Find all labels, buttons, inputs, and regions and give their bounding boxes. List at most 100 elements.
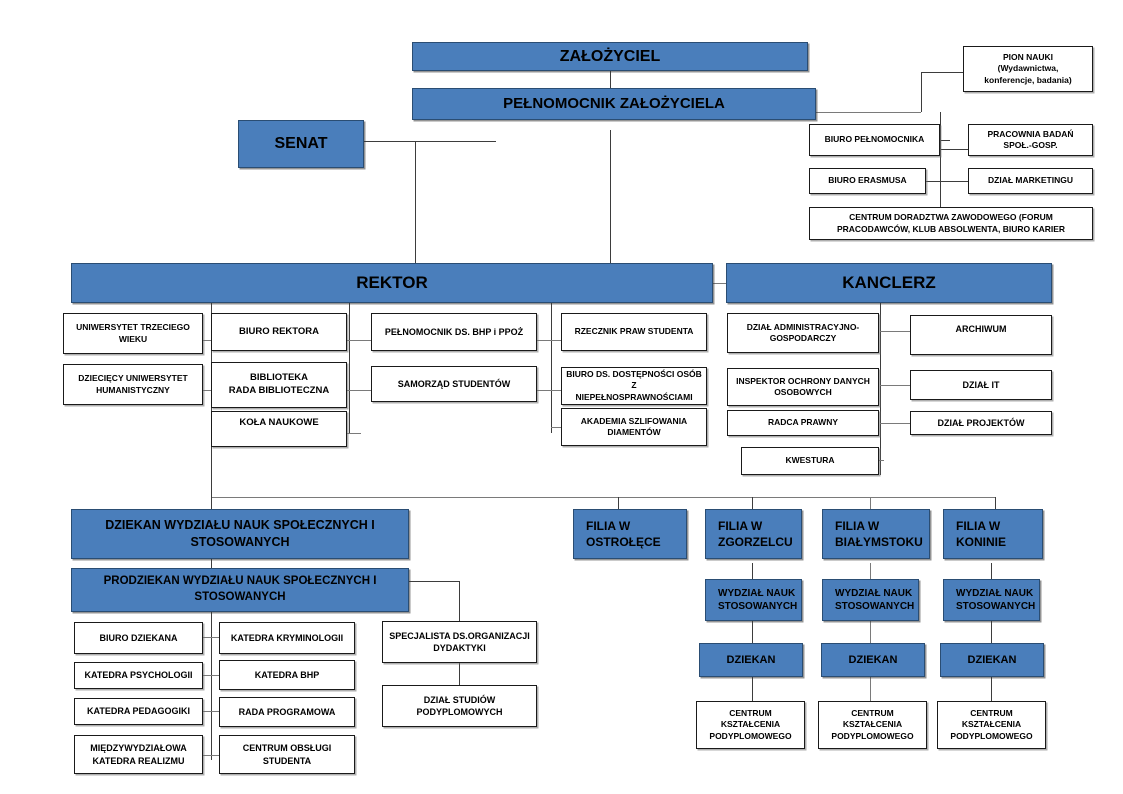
node-akademia-szlifowania-diamentow[interactable]: AKADEMIA SZLIFOWANIA DIAMENTÓW: [561, 408, 707, 446]
node-pelnomocnik-bhp-label: PEŁNOMOCNIK DS. BHP i PPOŻ: [384, 326, 524, 337]
node-rzecznik-praw-studenta[interactable]: RZECZNIK PRAW STUDENTA: [561, 313, 707, 351]
node-filia-bialystok[interactable]: FILIA W BIAŁYMSTOKU: [822, 509, 930, 559]
node-radca-prawny[interactable]: RADCA PRAWNY: [727, 410, 879, 436]
node-dziekan-wns[interactable]: DZIEKAN WYDZIAŁU NAUK SPOŁECZNYCH I STOS…: [71, 509, 409, 559]
node-prodziekan-wns-line2: STOSOWANYCH: [194, 591, 286, 603]
node-centrum-ksztalcenia-zgorzelec[interactable]: CENTRUM KSZTAŁCENIA PODYPLOMOWEGO: [696, 701, 805, 749]
node-centrum-ksztalcenia-bialystok[interactable]: CENTRUM KSZTAŁCENIA PODYPLOMOWEGO: [818, 701, 927, 749]
node-inspektor-ochrony-danych[interactable]: INSPEKTOR OCHRONY DANYCH OSOBOWYCH: [727, 368, 879, 406]
node-centrum-obslugi-line2: STUDENTA: [262, 755, 312, 766]
node-akademia-szlifowania-line1: AKADEMIA SZLIFOWANIA: [580, 415, 688, 426]
node-wydzial-nauk-stosowanych-konin[interactable]: WYDZIAŁ NAUK STOSOWANYCH: [943, 579, 1040, 621]
node-biuro-dziekana-label: BIURO DZIEKANA: [99, 632, 178, 643]
node-dziekan-zgorzelec[interactable]: DZIEKAN: [699, 643, 803, 677]
node-kola-naukowe[interactable]: KOŁA NAUKOWE: [211, 411, 347, 447]
node-uniwersytet-trzeciego-line1: UNIWERSYTET TRZECIEGO: [76, 322, 190, 333]
node-pion-nauki[interactable]: PION NAUKI (Wydawnictwa, konferencje, ba…: [963, 46, 1093, 92]
node-biuro-erasmusa[interactable]: BIURO ERASMUSA: [809, 168, 926, 194]
node-centrum-ksztalcenia-konin-line3: PODYPLOMOWEGO: [950, 730, 1033, 741]
node-dziekan-konin[interactable]: DZIEKAN: [940, 643, 1044, 677]
node-pracownia-badan[interactable]: PRACOWNIA BADAŃ SPOŁ.-GOSP.: [968, 124, 1093, 156]
connector-bus-to-biuro-pelnomocnika: [930, 140, 950, 141]
node-pion-nauki-line2: (Wydawnictwa,: [997, 63, 1059, 74]
node-senat[interactable]: SENAT: [238, 120, 364, 168]
node-biuro-rektora-label: BIURO REKTORA: [238, 325, 320, 337]
node-pelnomocnik-zalozyciela-label: PEŁNOMOCNIK ZAŁOŻYCIELA: [503, 94, 725, 112]
node-prodziekan-wns[interactable]: PRODZIEKAN WYDZIAŁU NAUK SPOŁECZNYCH I S…: [71, 568, 409, 612]
connector-biuro-pelnomocnika-to-pracownia: [940, 149, 968, 150]
node-rzecznik-praw-label: RZECZNIK PRAW STUDENTA: [574, 326, 694, 337]
node-filia-ostroleka-line1: FILIA W: [586, 518, 631, 533]
node-pion-nauki-line1: PION NAUKI: [1002, 51, 1054, 62]
node-dziekan-zgorzelec-label: DZIEKAN: [726, 653, 776, 666]
node-filia-bialystok-line2: BIAŁYMSTOKU: [835, 535, 923, 549]
connector-pelnomocnik-down-main: [610, 130, 611, 270]
node-centrum-doradztwa-zawodowego[interactable]: CENTRUM DORADZTWA ZAWODOWEGO (FORUM PRAC…: [809, 207, 1093, 240]
node-archiwum[interactable]: ARCHIWUM: [910, 315, 1052, 355]
node-pelnomocnik-bhp-ppoz[interactable]: PEŁNOMOCNIK DS. BHP i PPOŻ: [371, 313, 537, 351]
node-dzial-studiow-podyplomowych[interactable]: DZIAŁ STUDIÓW PODYPLOMOWYCH: [382, 685, 537, 727]
node-centrum-obslugi-studenta[interactable]: CENTRUM OBSŁUGI STUDENTA: [219, 735, 355, 774]
node-kwestura-label: KWESTURA: [785, 455, 835, 466]
node-centrum-ksztalcenia-konin[interactable]: CENTRUM KSZTAŁCENIA PODYPLOMOWEGO: [937, 701, 1046, 749]
node-filia-ostroleka[interactable]: FILIA W OSTROŁĘCE: [573, 509, 687, 559]
node-kwestura[interactable]: KWESTURA: [741, 447, 879, 475]
connector-senat-down: [415, 141, 416, 263]
node-centrum-obslugi-line1: CENTRUM OBSŁUGI: [242, 743, 332, 754]
node-filia-zgorzelec[interactable]: FILIA W ZGORZELCU: [705, 509, 802, 559]
connector-specjalista-to-dzial-studiow: [459, 663, 460, 685]
connector-prodziekan-down-bus: [211, 607, 212, 760]
connector-bus-to-filia-konin: [995, 497, 996, 509]
node-filia-zgorzelec-line2: ZGORZELCU: [718, 535, 793, 549]
node-kanclerz[interactable]: KANCLERZ: [726, 263, 1052, 303]
node-wydzial-bialystok-line1: WYDZIAŁ NAUK: [835, 587, 913, 599]
node-katedra-bhp[interactable]: KATEDRA BHP: [219, 660, 355, 690]
connector-biuro-erasmusa-to-marketingu: [926, 181, 968, 182]
node-biuro-dziekana[interactable]: BIURO DZIEKANA: [74, 622, 203, 654]
node-senat-label: SENAT: [274, 135, 328, 153]
node-katedra-kryminologii-label: KATEDRA KRYMINOLOGII: [230, 632, 344, 643]
connector-konin-wydzial: [991, 563, 992, 579]
node-dzial-marketingu[interactable]: DZIAŁ MARKETINGU: [968, 168, 1093, 194]
node-dziekan-bialystok[interactable]: DZIEKAN: [821, 643, 925, 677]
node-rada-programowa[interactable]: RADA PROGRAMOWA: [219, 697, 355, 727]
node-miedzywydzialowa-katedra-realizmu[interactable]: MIĘDZYWYDZIAŁOWA KATEDRA REALIZMU: [74, 735, 203, 774]
node-rektor[interactable]: REKTOR: [71, 263, 713, 303]
node-biuro-dostepnosci-line1: BIURO DS. DOSTĘPNOŚCI OSÓB Z: [566, 368, 702, 391]
node-katedra-bhp-label: KATEDRA BHP: [254, 669, 320, 680]
node-dzial-studiow-line2: PODYPLOMOWYCH: [416, 707, 503, 717]
node-filia-konin-line1: FILIA W: [956, 518, 1001, 533]
node-dzieciecy-uniwersytet-line1: DZIECIĘCY UNIWERSYTET: [78, 373, 188, 384]
node-wydzial-zgorzelec-line2: STOSOWANYCH: [718, 601, 798, 612]
node-wydzial-nauk-stosowanych-zgorzelec[interactable]: WYDZIAŁ NAUK STOSOWANYCH: [705, 579, 802, 621]
node-wydzial-nauk-stosowanych-bialystok[interactable]: WYDZIAŁ NAUK STOSOWANYCH: [822, 579, 919, 621]
node-katedra-psychologii[interactable]: KATEDRA PSYCHOLOGII: [74, 662, 203, 689]
node-biuro-pelnomocnika[interactable]: BIURO PEŁNOMOCNIKA: [809, 124, 940, 156]
connector-rektor-col3-bus: [551, 303, 552, 433]
node-zalozyciel[interactable]: ZAŁOŻYCIEL: [412, 42, 808, 71]
node-specjalista-ds-organizacji-dydaktyki[interactable]: SPECJALISTA DS.ORGANIZACJI DYDAKTYKI: [382, 621, 537, 663]
node-samorzad-studentow[interactable]: SAMORZĄD STUDENTÓW: [371, 366, 537, 402]
node-biblioteka-rada-biblioteczna[interactable]: BIBLIOTEKA RADA BIBLIOTECZNA: [211, 362, 347, 408]
node-uniwersytet-trzeciego-wieku[interactable]: UNIWERSYTET TRZECIEGO WIEKU: [63, 313, 203, 354]
node-dzial-it[interactable]: DZIAŁ IT: [910, 370, 1052, 400]
node-archiwum-label: ARCHIWUM: [955, 324, 1007, 334]
node-dzieciecy-uniwersytet-humanistyczny[interactable]: DZIECIĘCY UNIWERSYTET HUMANISTYCZNY: [63, 364, 203, 405]
node-rektor-label: REKTOR: [356, 272, 428, 292]
node-dzieciecy-uniwersytet-line2: HUMANISTYCZNY: [96, 384, 170, 395]
node-dzial-projektow[interactable]: DZIAŁ PROJEKTÓW: [910, 411, 1052, 435]
node-katedra-psychologii-label: KATEDRA PSYCHOLOGII: [84, 670, 193, 681]
connector-senat-right: [364, 141, 496, 142]
node-katedra-pedagogiki[interactable]: KATEDRA PEDAGOGIKI: [74, 698, 203, 725]
connector-pion-nauki-horizontal: [921, 72, 963, 73]
node-dzial-administracyjno-gospodarczy[interactable]: DZIAŁ ADMINISTRACYJNO- GOSPODARCZY: [727, 313, 879, 353]
node-biuro-rektora[interactable]: BIURO REKTORA: [211, 313, 347, 351]
node-biuro-dostepnosci[interactable]: BIURO DS. DOSTĘPNOŚCI OSÓB Z NIEPEŁNOSPR…: [561, 367, 707, 405]
connector-konin-wydzial-dziekan: [991, 621, 992, 643]
node-filia-ostroleka-line2: OSTROŁĘCE: [586, 535, 661, 549]
connector-bus-to-filia-zgorzelec: [752, 497, 753, 509]
node-katedra-kryminologii[interactable]: KATEDRA KRYMINOLOGII: [219, 622, 355, 654]
node-filia-konin[interactable]: FILIA W KONINIE: [943, 509, 1043, 559]
connector-zgorzelec-wydzial: [752, 563, 753, 579]
node-pelnomocnik-zalozyciela[interactable]: PEŁNOMOCNIK ZAŁOŻYCIELA: [412, 88, 816, 120]
